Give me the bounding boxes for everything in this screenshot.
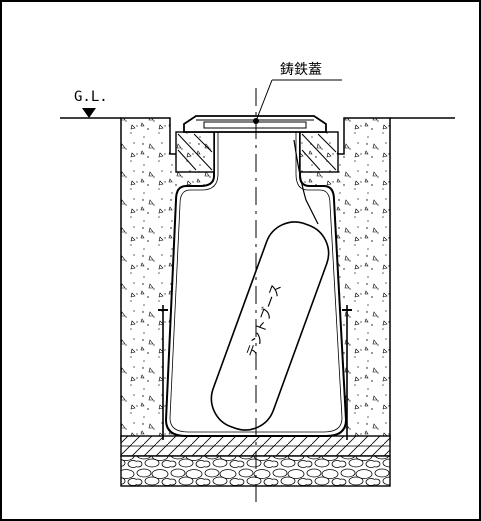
ground-level-label: G.L. bbox=[74, 89, 108, 105]
lid-leader-line bbox=[255, 79, 273, 122]
support-rods bbox=[158, 305, 352, 440]
hose-line bbox=[293, 139, 319, 225]
rim-blocks bbox=[175, 131, 339, 173]
cast-iron-lid bbox=[183, 115, 327, 133]
cast-iron-lid-label: 鋳鉄蓋 bbox=[280, 61, 322, 78]
tent-booth-package bbox=[210, 221, 330, 431]
ground-level-marker-icon bbox=[82, 108, 96, 118]
